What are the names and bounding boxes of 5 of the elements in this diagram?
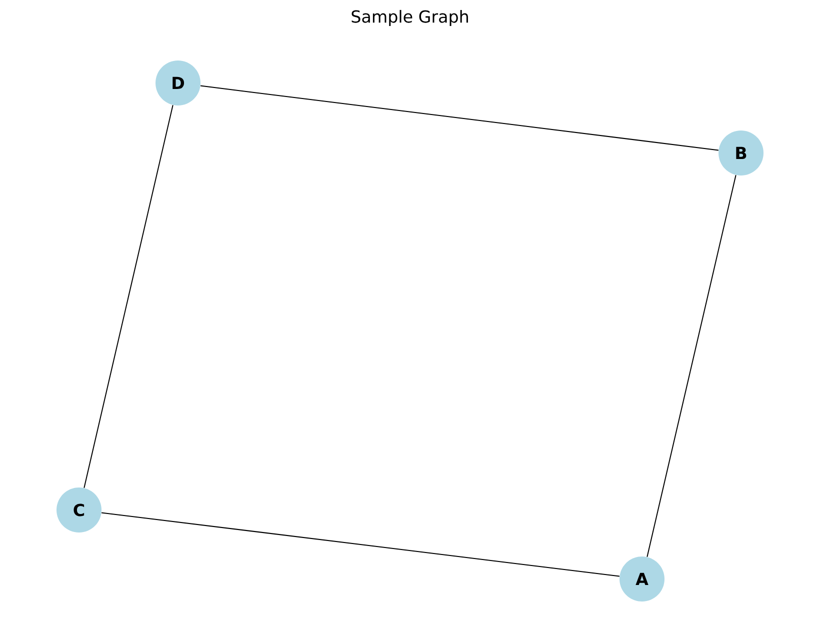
title: Sample Graph (352, 10, 468, 26)
edge-line (200, 85, 719, 151)
edge-line (84, 104, 174, 488)
edge-line (101, 512, 620, 577)
edge-line (646, 174, 736, 558)
